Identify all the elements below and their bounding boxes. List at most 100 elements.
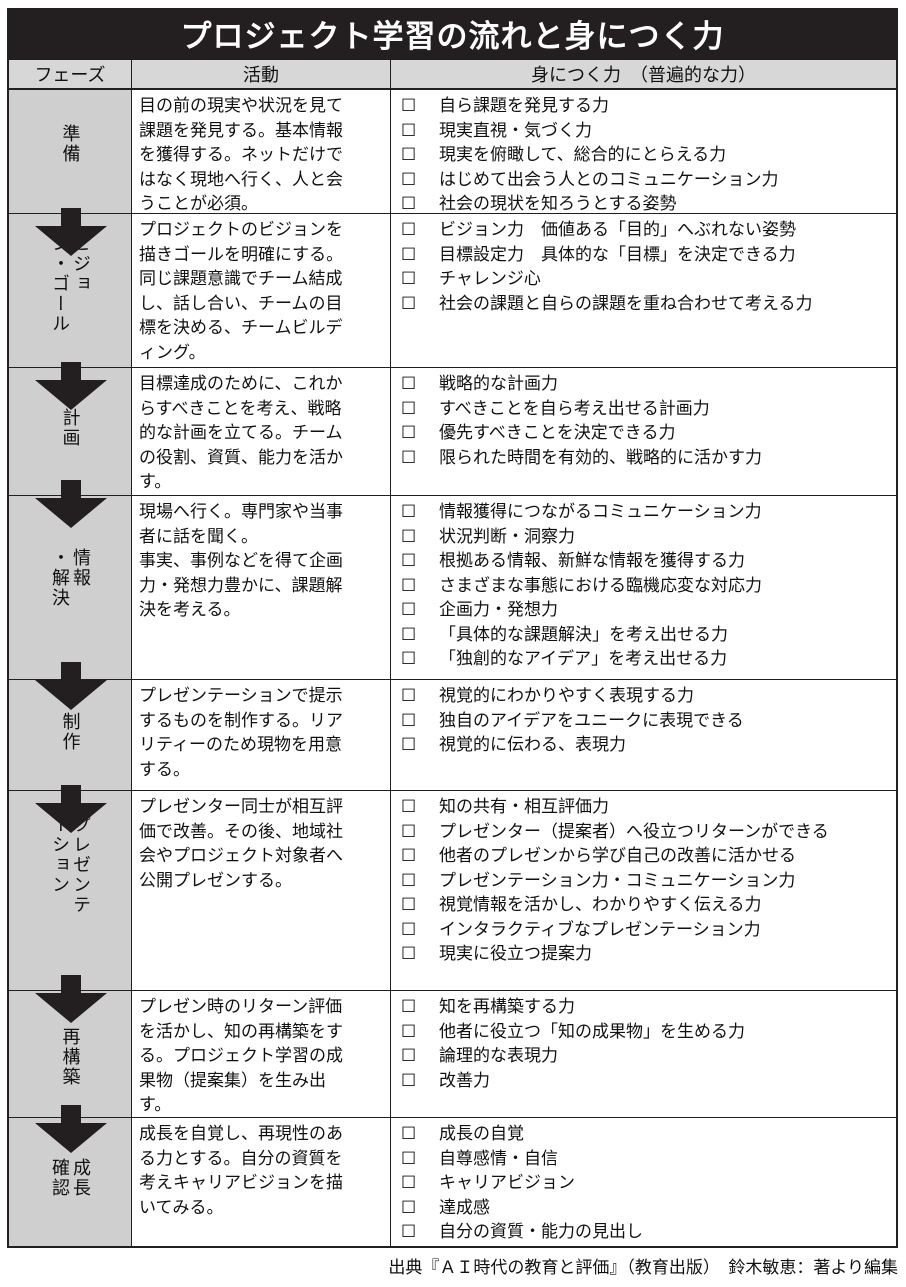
checkbox-icon: ☐: [401, 1197, 417, 1218]
skill-text: 根拠ある情報、新鮮な情報を獲得する力: [439, 551, 745, 571]
list-item: ☐ 知の共有・相互評価力: [401, 795, 893, 820]
list-item: ☐キャリアビジョン: [401, 1171, 893, 1196]
skill-text: すべきことを自ら考え出せる計画力: [439, 398, 710, 419]
activity-text: 目標達成のために、これか らすべきことを考え、戦略 的な計画を立てる。チーム の…: [139, 374, 343, 492]
checkbox-icon: ☐: [401, 1124, 417, 1144]
list-item: ☐「独創的なアイデア」を考え出せる力: [401, 647, 893, 672]
list-item: ☐はじめて出会う人とのコミュニケーション力: [401, 168, 893, 193]
activity-text: プレゼン時のリターン評価 を活かし、知の再構築をす る。プロジェクト学習の成 果…: [139, 997, 343, 1115]
down-arrow-icon: [35, 662, 107, 710]
skill-text: はじめて出会う人とのコミュニケーション力: [439, 169, 779, 190]
column-divider: [390, 60, 391, 1246]
skill-text: 社会の現状を知ろうとする姿勢: [439, 194, 677, 214]
skill-text: 独自のアイデアをユニークに表現できる: [439, 710, 744, 731]
skill-text: 目標設定力 具体的な「目標」を決定できる力: [439, 244, 796, 265]
table-row: プレゼンテ ーションプレゼンター同士が相互評 価で改善。その後、地域社 会やプロ…: [9, 791, 896, 991]
checkbox-icon: ☐: [401, 1021, 417, 1042]
phase-label: 計画: [59, 408, 81, 448]
table-row: 情報 ・解決現場へ行く。専門家や当事 者に話を聞く。 事実、事例などを得て企画 …: [9, 496, 896, 680]
skill-text: 論理的な表現力: [439, 1046, 558, 1066]
list-item: ☐視覚的に伝わる、表現力: [401, 733, 893, 758]
checkbox-icon: ☐: [401, 997, 417, 1017]
list-item: ☐「具体的な課題解決」を考え出せる力: [401, 623, 893, 648]
phase-table: フェーズ 活動 身につく力 （普遍的な力） 準備目の前の現実や状況を見て 課題を…: [7, 58, 898, 1248]
table-row: 制作プレゼンテーションで提示 するものを制作する。リア リティーのため現物を用意…: [9, 680, 896, 791]
list-item: ☐改善力: [401, 1069, 893, 1094]
skills-list: ☐知の共有・相互評価力☐プレゼンター（提案者）へ役立つリターンができる☐他者のプ…: [401, 795, 893, 967]
checkbox-icon: ☐: [401, 710, 417, 731]
list-item: ☐ 論理的な表現力: [401, 1044, 893, 1069]
skill-text: チャレンジ心: [439, 269, 541, 289]
skill-text: プレゼンター（提案者）へ役立つリターンができる: [439, 821, 829, 842]
list-item: ☐ 成長の自覚: [401, 1122, 893, 1147]
checkbox-icon: ☐: [401, 846, 417, 866]
list-item: ☐ すべきことを自ら考え出せる計画力: [401, 397, 893, 422]
table-row: 再構築プレゼン時のリターン評価 を活かし、知の再構築をす る。プロジェクト学習の…: [9, 991, 896, 1118]
skills-list: ☐戦略的な計画力☐すべきことを自ら考え出せる計画力☐優先すべきことを決定できる力…: [401, 372, 893, 470]
checkbox-icon: ☐: [401, 502, 417, 522]
skill-text: 現実を俯瞰して、総合的にとらえる力: [439, 145, 727, 165]
skill-text: 知を再構築する力: [439, 997, 575, 1017]
table-header-row: フェーズ 活動 身につく力 （普遍的な力）: [9, 60, 896, 90]
down-arrow-icon: [35, 1105, 107, 1153]
skill-text: 他者のプレゼンから学び自己の改善に活かせる: [439, 846, 796, 866]
checkbox-icon: ☐: [401, 686, 417, 706]
list-item: ☐根拠ある情報、新鮮な情報を獲得する力: [401, 549, 893, 574]
skills-list: ☐ビジョン力 価値ある「目的」へぶれない姿勢☐目標設定力 具体的な「目標」を決定…: [401, 218, 893, 316]
skill-text: 自分の資質・能力の見出し: [439, 1222, 643, 1242]
list-item: ☐他者に役立つ「知の成果物」を生める力: [401, 1020, 893, 1045]
list-item: ☐ 達成感: [401, 1196, 893, 1221]
skill-text: 視覚情報を活かし、わかりやすく伝える力: [439, 895, 762, 915]
checkbox-icon: ☐: [401, 1148, 417, 1169]
list-item: ☐プレゼンター（提案者）へ役立つリターンができる: [401, 820, 893, 845]
skill-text: 企画力・発想力: [439, 600, 558, 620]
skill-text: 達成感: [439, 1197, 490, 1218]
skills-list: ☐自ら課題を発見する力☐現実直視・気づく力☐現実を俯瞰して、総合的にとらえる力☐…: [401, 94, 893, 217]
skill-text: 自ら課題を発見する力: [439, 96, 609, 116]
skill-text: 社会の課題と自らの課題を重ね合わせて考える力: [439, 293, 813, 314]
skill-text: プレゼンテーション力・コミュニケーション力: [439, 870, 796, 891]
checkbox-icon: ☐: [401, 1222, 417, 1242]
skills-list: ☐視覚的にわかりやすく表現する力☐独自のアイデアをユニークに表現できる☐視覚的に…: [401, 684, 893, 758]
list-item: ☐プレゼンテーション力・コミュニケーション力: [401, 869, 893, 894]
checkbox-icon: ☐: [401, 1070, 417, 1091]
skill-text: 現実直視・気づく力: [439, 120, 592, 141]
skill-text: 視覚的に伝わる、表現力: [439, 735, 626, 755]
list-item: ☐さまざまな事態における臨機応変な対応力: [401, 574, 893, 599]
skills-list: ☐情報獲得につながるコミュニケーション力☐状況判断・洞察力☐根拠ある情報、新鮮な…: [401, 500, 893, 672]
list-item: ☐チャレンジ心: [401, 267, 893, 292]
header-skills: 身につく力 （普遍的な力）: [531, 65, 756, 86]
header-phase: フェーズ: [34, 65, 106, 86]
skill-text: 優先すべきことを決定できる力: [439, 423, 676, 443]
skill-text: 成長の自覚: [439, 1124, 524, 1144]
skill-text: ビジョン力 価値ある「目的」へぶれない姿勢: [439, 220, 796, 240]
table-row: 成長 確認成長を自覚し、再現性のあ る力とする。自分の資質を 考えキャリアビジョ…: [9, 1118, 896, 1246]
phase-label: プレゼンテ ーション: [49, 815, 91, 915]
checkbox-icon: ☐: [401, 398, 417, 419]
list-item: ☐ 他者のプレゼンから学び自己の改善に活かせる: [401, 844, 893, 869]
checkbox-icon: ☐: [401, 1046, 417, 1066]
list-item: ☐現実を俯瞰して、総合的にとらえる力: [401, 143, 893, 168]
skill-text: 情報獲得につながるコミュニケーション力: [439, 502, 762, 522]
list-item: ☐自尊感情・自信: [401, 1147, 893, 1172]
list-item: ☐社会の課題と自らの課題を重ね合わせて考える力: [401, 292, 893, 317]
header-activity: 活動: [243, 65, 279, 86]
list-item: ☐企画力・発想力: [401, 598, 893, 623]
skill-text: 知の共有・相互評価力: [439, 797, 609, 817]
activity-text: 目の前の現実や状況を見て 課題を発見する。基本情報 を獲得する。ネットだけで は…: [139, 96, 343, 214]
checkbox-icon: ☐: [401, 624, 417, 645]
source-citation: 出典『ＡＩ時代の教育と評価』（教育出版） 鈴木敏恵：著より編集: [388, 1258, 898, 1278]
checkbox-icon: ☐: [401, 1173, 417, 1193]
phase-label: 制作: [59, 712, 81, 752]
checkbox-icon: ☐: [401, 526, 417, 547]
checkbox-icon: ☐: [401, 447, 417, 468]
list-item: ☐インタラクティブなプレゼンテーション力: [401, 918, 893, 943]
list-item: ☐ 自分の資質・能力の見出し: [401, 1220, 893, 1245]
list-item: ☐視覚的にわかりやすく表現する力: [401, 684, 893, 709]
list-item: ☐自ら課題を発見する力: [401, 94, 893, 119]
down-arrow-icon: [35, 362, 107, 410]
page-title: プロジェクト学習の流れと身につく力: [7, 8, 898, 58]
list-item: ☐現実直視・気づく力: [401, 119, 893, 144]
checkbox-icon: ☐: [401, 797, 417, 817]
down-arrow-icon: [35, 975, 107, 1023]
